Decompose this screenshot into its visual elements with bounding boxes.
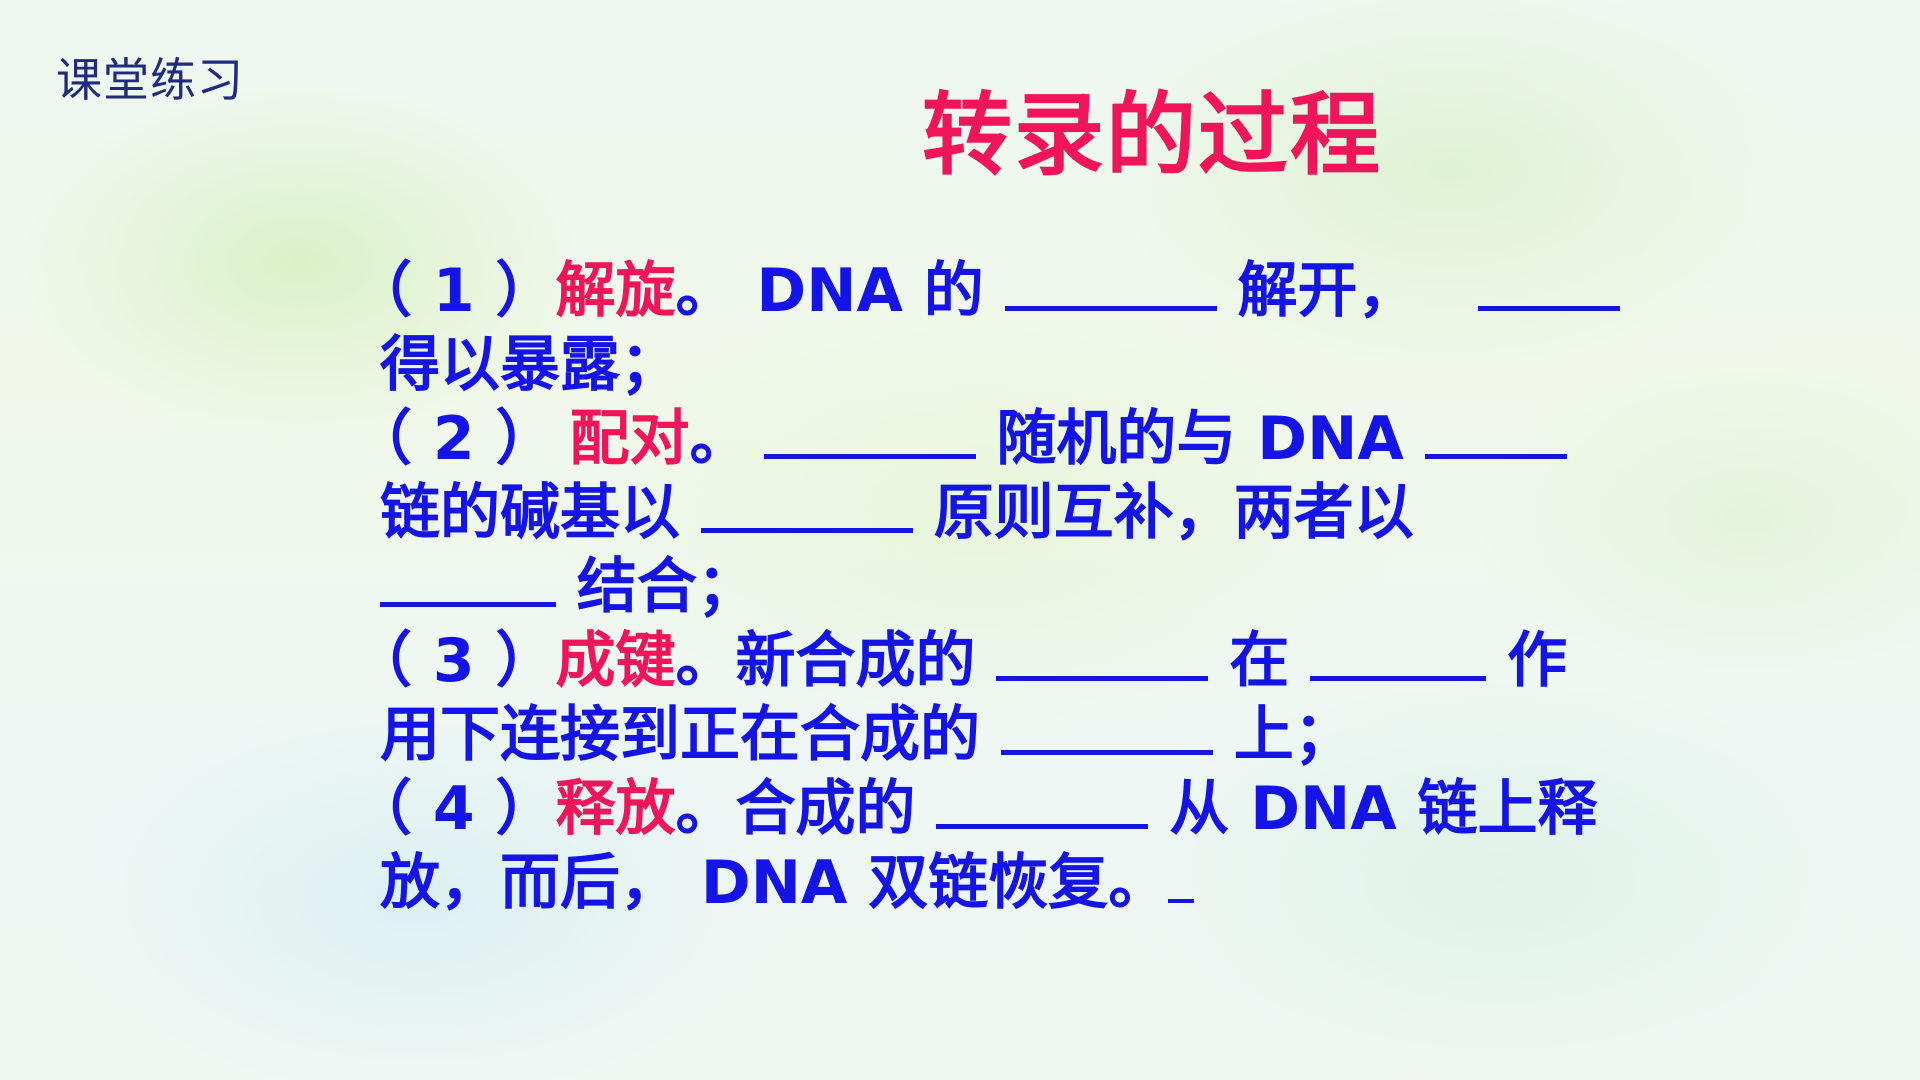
step3-line1: （ 3 ）成键。新合成的 在 作 <box>352 624 1682 698</box>
fill-blank-2[interactable] <box>1477 306 1620 311</box>
step1-text-3: 得以暴露； <box>380 330 680 400</box>
step1-line1: （ 1 ）解旋。 DNA 的 解开， <box>352 254 1682 328</box>
step1-line2: 得以暴露； <box>352 328 1682 402</box>
step2-line1: （ 2 ）配对。 随机的与 DNA <box>352 402 1682 476</box>
fill-blank-7[interactable] <box>996 676 1209 681</box>
step2-line3: 结合； <box>352 550 1682 624</box>
step2-text-2: 随机的与 DNA <box>975 404 1425 474</box>
step3-text-5: 上； <box>1212 700 1354 770</box>
step4-text-3: 放，而后， DNA 双链恢复。 <box>380 848 1169 918</box>
step3-keyword: 成键 <box>555 626 676 696</box>
step4-line1: （ 4 ）释放。合成的 从 DNA 链上释 <box>352 772 1682 846</box>
step4-text-2: 从 DNA 链上释 <box>1148 774 1598 844</box>
fill-blank-8[interactable] <box>1310 676 1487 681</box>
step1-keyword: 解旋 <box>555 256 676 326</box>
step3-line2: 用下连接到正在合成的 上； <box>352 698 1682 772</box>
step3-text-3: 作 <box>1486 626 1568 696</box>
step2-text-5: 结合； <box>556 552 757 622</box>
step2-keyword: 配对 <box>569 404 690 474</box>
step2-text-3: 链的碱基以 <box>380 478 701 548</box>
step3-text-4: 用下连接到正在合成的 <box>380 700 1001 770</box>
step2-text-4: 原则互补，两者以 <box>912 478 1414 548</box>
fill-blank-1[interactable] <box>1004 306 1217 311</box>
corner-label: 课堂练习 <box>56 53 244 107</box>
step2-line2: 链的碱基以 原则互补，两者以 <box>352 476 1682 550</box>
fill-blank-6[interactable] <box>380 602 556 607</box>
step1-text-2: 解开， <box>1216 256 1418 326</box>
fill-blank-10[interactable] <box>936 824 1149 829</box>
slide-title: 转录的过程 <box>922 83 1382 188</box>
fill-blank-4[interactable] <box>1424 454 1567 459</box>
fill-blank-9[interactable] <box>1000 750 1213 755</box>
step4-number: （ 4 ） <box>352 774 556 844</box>
fill-blank-11[interactable] <box>1168 899 1195 903</box>
fill-blank-3[interactable] <box>763 454 976 459</box>
step3-number: （ 3 ） <box>352 626 556 696</box>
step2-number: （ 2 ） <box>352 404 556 474</box>
step3-text-2: 在 <box>1208 626 1311 696</box>
step4-text-1: 。合成的 <box>675 774 937 844</box>
exercise-content: （ 1 ）解旋。 DNA 的 解开， 得以暴露； （ 2 ）配对。 随机的与 D… <box>352 254 1682 920</box>
step4-keyword: 释放 <box>555 774 676 844</box>
step1-text-1: 。 DNA 的 <box>675 256 1005 326</box>
step3-text-1: 。新合成的 <box>675 626 997 696</box>
step2-text-1: 。 <box>689 404 750 474</box>
step4-line2: 放，而后， DNA 双链恢复。 <box>352 846 1682 920</box>
step1-number: （ 1 ） <box>352 256 556 326</box>
fill-blank-5[interactable] <box>700 528 913 533</box>
